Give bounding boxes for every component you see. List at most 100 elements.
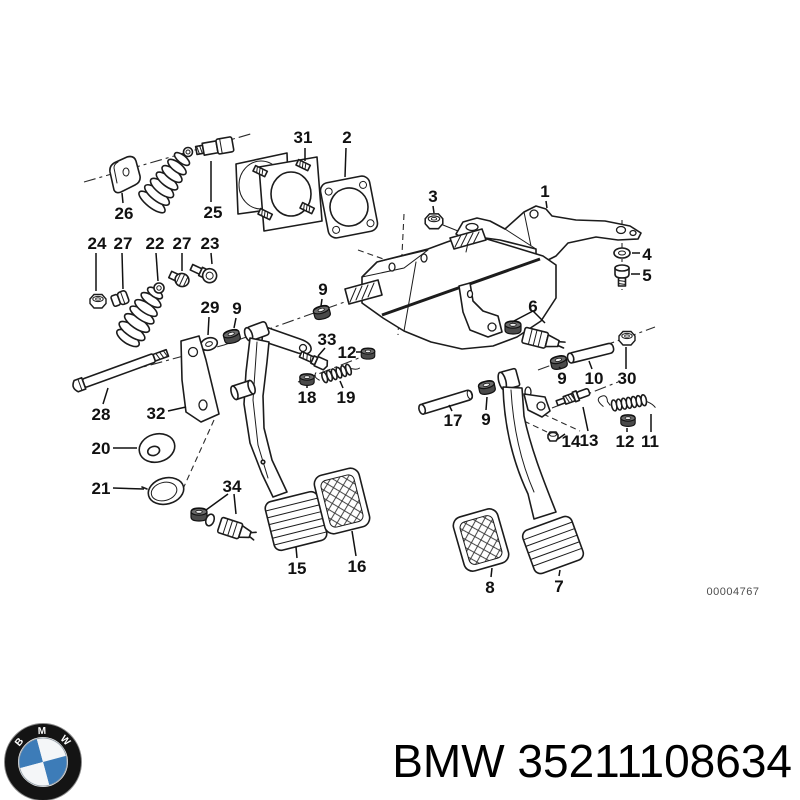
pivot-pin-25 bbox=[194, 136, 235, 156]
callout-7: 7 bbox=[554, 569, 564, 596]
callout-20: 20 bbox=[92, 439, 137, 458]
pivot-bolt-28 bbox=[72, 348, 170, 393]
clip-27a bbox=[110, 290, 130, 308]
svg-text:9: 9 bbox=[318, 280, 327, 299]
screw-23 bbox=[189, 263, 218, 284]
callout-13: 13 bbox=[580, 406, 599, 450]
callout-6: 6 bbox=[511, 297, 546, 324]
bushing-9d bbox=[477, 378, 497, 397]
nut-24 bbox=[89, 293, 107, 309]
callout-33: 33 bbox=[317, 330, 337, 357]
callout-10: 10 bbox=[585, 360, 604, 388]
callout-9: 9 bbox=[557, 366, 567, 388]
clutch-pedal-15 bbox=[243, 321, 328, 552]
switch-34 bbox=[190, 507, 257, 541]
washer-29 bbox=[199, 336, 219, 352]
nut-18 bbox=[299, 373, 315, 386]
svg-text:33: 33 bbox=[318, 330, 337, 349]
svg-text:22: 22 bbox=[146, 234, 165, 253]
bolt-33 bbox=[298, 350, 329, 371]
callout-3: 3 bbox=[428, 187, 438, 214]
callout-12: 12 bbox=[338, 343, 362, 362]
callout-2: 2 bbox=[342, 128, 352, 178]
callout-32: 32 bbox=[147, 404, 187, 423]
svg-text:30: 30 bbox=[618, 369, 637, 388]
drawing-number: 00004767 bbox=[707, 586, 760, 598]
svg-text:29: 29 bbox=[201, 298, 220, 317]
callout-34: 34 bbox=[205, 477, 242, 515]
svg-text:7: 7 bbox=[554, 577, 563, 596]
spring-19 bbox=[314, 363, 361, 384]
nut-12a bbox=[360, 347, 376, 360]
svg-text:12: 12 bbox=[616, 432, 635, 451]
callout-9: 9 bbox=[318, 280, 328, 307]
svg-text:9: 9 bbox=[232, 299, 241, 318]
callout-27: 27 bbox=[114, 234, 133, 290]
svg-text:28: 28 bbox=[92, 405, 111, 424]
callout-27: 27 bbox=[173, 234, 192, 271]
callout-16: 16 bbox=[348, 530, 367, 576]
svg-text:5: 5 bbox=[642, 266, 651, 285]
switch-nut bbox=[504, 320, 522, 335]
svg-text:24: 24 bbox=[88, 234, 107, 253]
svg-text:9: 9 bbox=[481, 410, 490, 429]
svg-text:15: 15 bbox=[288, 559, 307, 578]
retainer-clip-26 bbox=[109, 155, 141, 194]
callout-26: 26 bbox=[115, 192, 134, 223]
svg-text:12: 12 bbox=[338, 343, 357, 362]
bolt-5 bbox=[614, 264, 630, 287]
bushing-9a bbox=[221, 327, 242, 346]
nut-12b bbox=[620, 414, 636, 427]
callout-25: 25 bbox=[204, 161, 223, 222]
brake-pedal-7 bbox=[497, 367, 585, 575]
svg-text:26: 26 bbox=[115, 204, 134, 223]
callout-15: 15 bbox=[288, 546, 307, 578]
svg-text:10: 10 bbox=[585, 369, 604, 388]
cap-21 bbox=[141, 476, 185, 506]
pedal-pad-16 bbox=[313, 467, 371, 535]
callout-31: 31 bbox=[294, 128, 313, 161]
svg-text:16: 16 bbox=[348, 557, 367, 576]
logo-letter-m: M bbox=[38, 726, 47, 737]
callout-8: 8 bbox=[485, 567, 495, 597]
support-bracket-1 bbox=[455, 205, 642, 262]
push-rod-10 bbox=[566, 342, 615, 364]
plug-27b bbox=[167, 270, 190, 288]
boot-spring-assembly bbox=[138, 146, 194, 214]
svg-text:27: 27 bbox=[173, 234, 192, 253]
svg-text:25: 25 bbox=[204, 203, 223, 222]
svg-text:31: 31 bbox=[294, 128, 313, 147]
bushing-9b bbox=[311, 303, 332, 322]
bmw-roundel-quarters bbox=[18, 737, 68, 787]
callout-23: 23 bbox=[201, 234, 220, 265]
svg-text:13: 13 bbox=[580, 431, 599, 450]
svg-text:20: 20 bbox=[92, 439, 111, 458]
callout-30: 30 bbox=[618, 347, 637, 388]
nut-14 bbox=[547, 431, 559, 442]
brand-part-number: BMW 35211108634 bbox=[392, 735, 792, 787]
svg-text:19: 19 bbox=[337, 388, 356, 407]
spring-22 bbox=[115, 282, 165, 348]
bmw-logo: B M W bbox=[2, 720, 86, 800]
nut-3 bbox=[424, 213, 459, 232]
gasket-2 bbox=[319, 175, 379, 239]
svg-text:17: 17 bbox=[444, 411, 463, 430]
exploded-parts-drawing: 00004767 3123145262524272227232999633129… bbox=[72, 128, 760, 598]
callout-9: 9 bbox=[481, 396, 491, 429]
callout-9: 9 bbox=[232, 299, 242, 329]
svg-text:4: 4 bbox=[642, 245, 652, 264]
callout-19: 19 bbox=[337, 380, 356, 407]
callout-1: 1 bbox=[540, 182, 550, 209]
svg-text:8: 8 bbox=[485, 578, 494, 597]
callout-21: 21 bbox=[92, 479, 145, 498]
callout-11: 11 bbox=[641, 414, 659, 451]
callout-4: 4 bbox=[632, 245, 652, 264]
svg-text:23: 23 bbox=[201, 234, 220, 253]
svg-text:32: 32 bbox=[147, 404, 166, 423]
pedal-pad-8 bbox=[452, 508, 510, 572]
callout-5: 5 bbox=[631, 266, 652, 285]
pedal-box-housing bbox=[344, 228, 557, 350]
svg-text:27: 27 bbox=[114, 234, 133, 253]
